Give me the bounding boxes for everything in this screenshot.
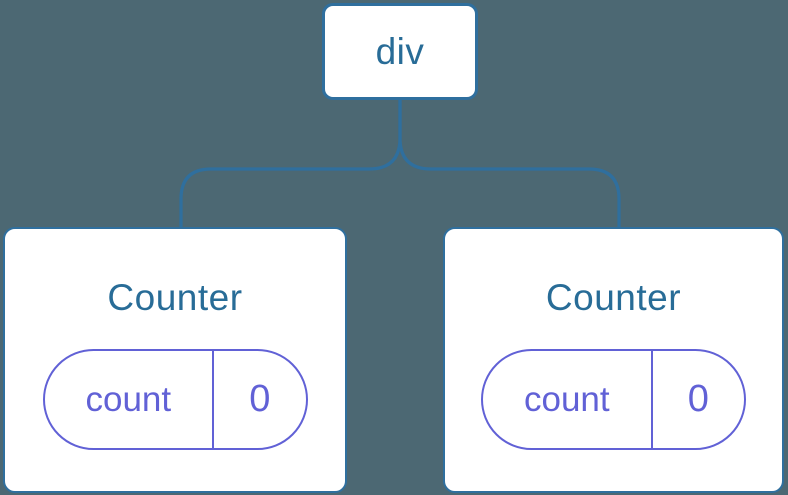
connector-root-to-right-child <box>398 100 621 229</box>
counter-right-state-value: 0 <box>687 378 709 420</box>
counter-left-title: Counter <box>107 277 243 318</box>
counter-right-state-key: count <box>483 351 653 448</box>
tree-node-counter-right: Counter count 0 <box>443 227 784 493</box>
tree-node-counter-left: Counter count 0 <box>3 227 347 493</box>
connector-root-to-left-child <box>179 100 402 229</box>
root-node-label: div <box>375 30 425 72</box>
counter-left-state-pill: count 0 <box>42 349 308 450</box>
counter-left-state-value: 0 <box>249 378 271 420</box>
counter-right-title: Counter <box>545 277 682 318</box>
counter-left-state-key: count <box>45 351 215 448</box>
tree-node-root-div: div <box>322 3 478 100</box>
counter-right-state-pill: count 0 <box>481 349 746 450</box>
